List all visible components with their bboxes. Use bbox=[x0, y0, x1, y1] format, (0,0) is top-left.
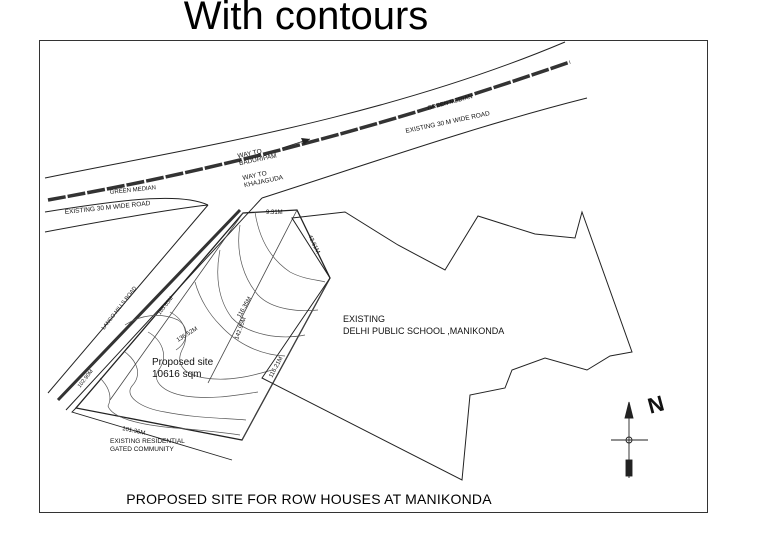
contour-3 bbox=[217, 249, 306, 338]
site-label-line1: Proposed site bbox=[152, 357, 214, 368]
residential-label-line2: GATED COMMUNITY bbox=[110, 446, 174, 453]
contour-7 bbox=[124, 351, 247, 421]
diagonal-line-c bbox=[241, 277, 331, 441]
north-arrow bbox=[611, 401, 648, 478]
north-label: N bbox=[645, 390, 667, 418]
page-title: With contours bbox=[183, 0, 429, 38]
way-label-baduripam: WAY TO BADURIPAM bbox=[237, 145, 277, 167]
lanco-road-label: LANCO HILLS ROAD bbox=[101, 286, 138, 332]
proposed-site-boundary bbox=[74, 209, 331, 441]
dim-top: 9.31M bbox=[266, 210, 283, 216]
green-median-lanco bbox=[56, 208, 242, 402]
way-label-khajaguda: WAY TOKHAJAGUDA bbox=[242, 167, 285, 190]
road-edge-lower bbox=[44, 97, 588, 233]
dim-diag-a: 136.52M bbox=[176, 326, 199, 343]
contour-8 bbox=[99, 377, 241, 436]
residential-label-line1: EXISTING RESIDENTIAL bbox=[110, 438, 185, 445]
school-label-line2: DELHI PUBLIC SCHOOL ,MANIKONDA bbox=[343, 326, 504, 336]
direction-arrow bbox=[281, 138, 311, 149]
diagonal-line-b bbox=[207, 209, 298, 384]
contour-6 bbox=[147, 331, 259, 398]
lanco-road-edge-a bbox=[47, 204, 209, 394]
road-edge-upper bbox=[44, 41, 566, 179]
contour-1 bbox=[254, 211, 326, 283]
diagonal-line-a bbox=[109, 212, 244, 401]
school-boundary bbox=[261, 210, 633, 481]
residential-boundary bbox=[71, 407, 233, 461]
dim-bottom: 101.36M bbox=[122, 426, 146, 437]
dim-diag-b: 116.35M bbox=[237, 296, 254, 319]
site-label-line2: 10616 sqm bbox=[152, 369, 201, 380]
median-label-left: GREEN MEDIAN bbox=[110, 185, 157, 196]
median-label-right: GREEN MEDIAN bbox=[427, 94, 473, 112]
school-label-line1: EXISTING bbox=[343, 314, 385, 324]
lanco-road-edge-b bbox=[65, 197, 263, 411]
contour-9 bbox=[124, 315, 187, 351]
contour-2 bbox=[238, 224, 319, 311]
contour-5 bbox=[169, 311, 273, 380]
map-caption: PROPOSED SITE FOR ROW HOUSES AT MANIKOND… bbox=[126, 491, 492, 507]
way-baduripam-text: WAY TO bbox=[237, 148, 262, 160]
green-median-main bbox=[47, 60, 571, 202]
road-kerb-left bbox=[44, 197, 209, 213]
contour-4 bbox=[194, 281, 286, 357]
road-label-upper: EXISTING 30 M WIDE ROAD bbox=[405, 110, 491, 135]
way-label-khajaguda-line1: WAY TO bbox=[242, 170, 267, 182]
map-frame bbox=[39, 40, 708, 513]
